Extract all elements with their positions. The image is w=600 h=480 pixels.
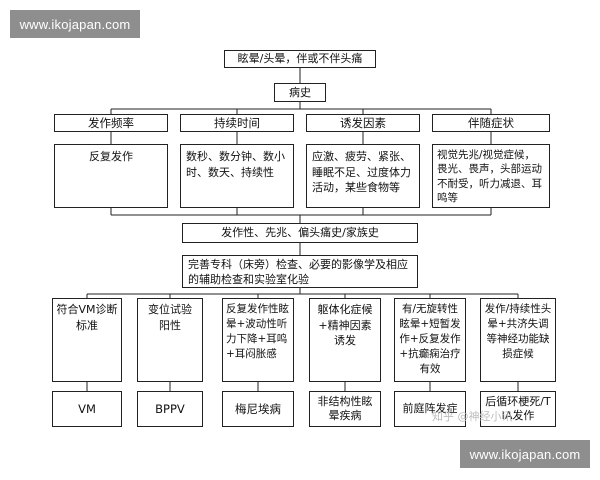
exam-box: 完善专科（床旁）检查、必要的影像学及相应的辅助检查和实验室化验 xyxy=(182,255,418,288)
branch-result-vm: VM xyxy=(52,391,122,427)
watermark-text-bottom: www.ikojapan.com xyxy=(469,446,581,462)
branch-result-nonstructural: 非结构性眩晕疾病 xyxy=(309,391,381,427)
branch-condition-paroxysmia: 有/无旋转性眩晕+短暂发作+反复发作+抗癫痫治疗有效 xyxy=(394,298,466,382)
category-label: 发作频率 xyxy=(88,115,134,130)
branch-condition-vm: 符合VM诊断标准 xyxy=(52,298,122,382)
category-label: 持续时间 xyxy=(214,115,260,130)
category-detail-frequency: 反复发作 xyxy=(54,144,168,208)
branch-result-bppv: BPPV xyxy=(137,391,203,427)
title-box: 眩晕/头晕，伴或不伴头痛 xyxy=(224,50,376,68)
category-detail-triggers: 应激、疲劳、紧张、睡眠不足、过度体力活动，某些食物等 xyxy=(306,144,420,208)
branch-condition-text: 发作/持续性头晕+共济失调等神经功能缺损症候 xyxy=(484,303,552,360)
category-detail-text: 视觉先兆/视觉症候，畏光、畏声，头部运动不耐受，听力减退、耳鸣等 xyxy=(437,149,542,205)
category-head-frequency: 发作频率 xyxy=(54,114,168,132)
branch-condition-text: 符合VM诊断标准 xyxy=(56,303,118,332)
branch-result-text: 非结构性眩晕疾病 xyxy=(317,394,373,422)
history-box: 病史 xyxy=(274,83,326,102)
title-text: 眩晕/头晕，伴或不伴头痛 xyxy=(237,52,363,66)
branch-result-menieres: 梅尼埃病 xyxy=(222,391,294,427)
category-head-symptoms: 伴随症状 xyxy=(432,114,550,132)
author-credit: 知乎 @神经小讯 xyxy=(432,410,513,423)
watermark-bottom: www.ikojapan.com xyxy=(460,440,590,468)
branch-condition-text: 变位试验阳性 xyxy=(148,303,192,332)
watermark-top: www.ikojapan.com xyxy=(10,10,140,38)
branch-condition-text: 有/无旋转性眩晕+短暂发作+反复发作+抗癫痫治疗有效 xyxy=(399,303,461,375)
branch-result-paroxysmia: 前庭阵发症 xyxy=(394,391,466,427)
category-detail-symptoms: 视觉先兆/视觉症候，畏光、畏声，头部运动不耐受，听力减退、耳鸣等 xyxy=(432,144,550,208)
branch-result-text: 梅尼埃病 xyxy=(235,401,281,416)
branch-result-text: 前庭阵发症 xyxy=(402,402,458,416)
history-text: 病史 xyxy=(289,85,311,99)
branch-condition-nonstructural: 躯体化症候+精神因素诱发 xyxy=(309,298,381,382)
category-label: 伴随症状 xyxy=(468,115,514,130)
branch-condition-circulation: 发作/持续性头晕+共济失调等神经功能缺损症候 xyxy=(480,298,556,382)
branch-condition-menieres: 反复发作性眩晕+波动性听力下降+耳鸣+耳闷胀感 xyxy=(222,298,294,382)
category-head-duration: 持续时间 xyxy=(180,114,294,132)
branch-result-text: 后循环梗死/TIA发作 xyxy=(485,394,551,422)
category-detail-text: 应激、疲劳、紧张、睡眠不足、过度体力活动，某些食物等 xyxy=(312,150,411,195)
branch-result-text: BPPV xyxy=(155,401,185,416)
summary-box: 发作性、先兆、偏头痛史/家族史 xyxy=(182,223,418,243)
category-detail-duration: 数秒、数分钟、数小时、数天、持续性 xyxy=(180,144,294,208)
summary-text: 发作性、先兆、偏头痛史/家族史 xyxy=(221,226,379,240)
category-label: 诱发因素 xyxy=(340,115,386,130)
branch-condition-text: 反复发作性眩晕+波动性听力下降+耳鸣+耳闷胀感 xyxy=(226,303,289,360)
category-detail-text: 反复发作 xyxy=(89,150,133,163)
branch-condition-text: 躯体化症候+精神因素诱发 xyxy=(317,303,373,348)
branch-result-circulation: 后循环梗死/TIA发作 xyxy=(480,391,556,427)
branch-condition-bppv: 变位试验阳性 xyxy=(137,298,203,382)
exam-text: 完善专科（床旁）检查、必要的影像学及相应的辅助检查和实验室化验 xyxy=(188,258,408,286)
category-detail-text: 数秒、数分钟、数小时、数天、持续性 xyxy=(186,150,285,179)
branch-result-text: VM xyxy=(78,401,96,416)
category-head-triggers: 诱发因素 xyxy=(306,114,420,132)
watermark-text: www.ikojapan.com xyxy=(19,16,131,32)
